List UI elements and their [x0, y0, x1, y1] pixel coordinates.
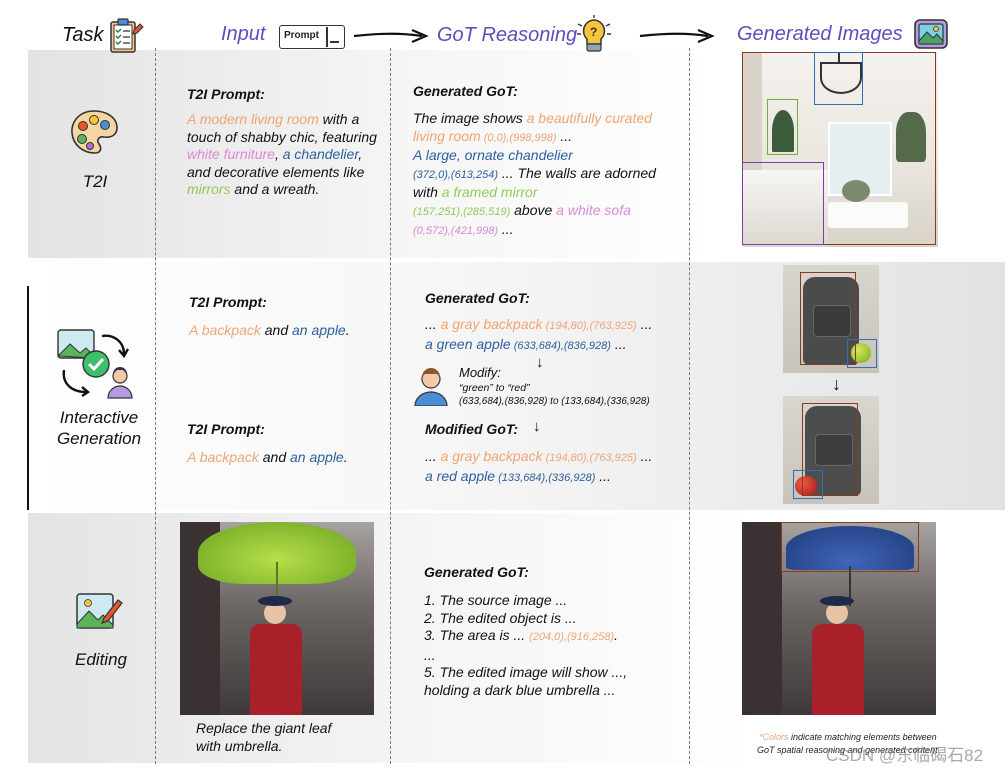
- edited-umbrella-image: [742, 522, 936, 715]
- bbox-green-apple: [847, 339, 877, 368]
- bbox-backpack-1: [800, 272, 856, 365]
- t2i-prompt-text: A modern living room with a touch of sha…: [187, 111, 377, 197]
- prompt-input-icon: Prompt: [279, 25, 345, 49]
- t2i-prompt-chandelier: a chandelier: [282, 146, 359, 162]
- interactive-generation-icon: [56, 329, 133, 399]
- t2i-prompt-title: T2I Prompt:: [187, 86, 265, 102]
- task-label-interactive-line1: Interactive: [59, 408, 139, 427]
- lightbulb-icon: ?: [577, 15, 611, 52]
- image-edit-icon: [76, 593, 123, 629]
- task-label-interactive-line2: Generation: [56, 429, 142, 448]
- task-label-t2i: T2I: [82, 172, 108, 191]
- modified-got-title: Modified GoT:: [425, 421, 519, 437]
- header-reasoning: GoT Reasoning: [437, 24, 578, 46]
- modify-label: Modify:: [459, 365, 501, 380]
- arrow-right-icon-1: [353, 28, 429, 44]
- editing-caption-line2: with umbrella.: [196, 738, 283, 754]
- bbox-leaf-area: [218, 522, 358, 572]
- interactive-prompt2-title: T2I Prompt:: [187, 421, 265, 437]
- bbox-backpack-2: [802, 403, 858, 496]
- t2i-prompt-white-furniture: white furniture: [187, 146, 275, 162]
- generated-backpack-green-apple-image: [783, 265, 879, 373]
- interactive-got-title: Generated GoT:: [425, 290, 530, 306]
- clipboard-checklist-icon: [110, 18, 144, 53]
- watermark: CSDN @东临碣石82: [826, 746, 984, 765]
- editing-got-text: 1. The source image ... 2. The edited ob…: [424, 592, 628, 698]
- prompt-tag-label: Prompt: [284, 30, 319, 41]
- palette-icon: [71, 110, 118, 154]
- arrow-down-icon-3: ↓: [832, 374, 841, 394]
- row-interactive-left-bar: [27, 286, 29, 510]
- editing-got-title: Generated GoT:: [424, 564, 529, 580]
- bbox-sofa: [742, 162, 824, 245]
- header-task: Task: [62, 24, 104, 46]
- generated-backpack-red-apple-image: [783, 396, 879, 504]
- generated-living-room-image: [742, 52, 938, 247]
- header-generated: Generated Images: [737, 23, 903, 45]
- t2i-prompt-mirrors: mirrors: [187, 181, 231, 197]
- image-icon: [914, 19, 948, 49]
- modified-got-text: ... a gray backpack (194,80),(763,925) .…: [425, 448, 653, 484]
- editing-caption-line1: Replace the giant leaf: [196, 720, 332, 736]
- footnote-line1: *Colors indicate matching elements betwe…: [759, 732, 937, 742]
- t2i-got-title: Generated GoT:: [413, 83, 518, 99]
- column-divider-1: [155, 48, 156, 764]
- modify-line1: “green” to “red”: [459, 382, 530, 394]
- modify-line2: (633,684),(836,928) to (133,684),(336,92…: [459, 396, 650, 407]
- bbox-mirror: [767, 99, 798, 155]
- task-label-editing: Editing: [75, 650, 127, 669]
- footnote-line2: GoT spatial reasoning and generated cont…: [757, 745, 938, 755]
- bbox-red-apple: [793, 470, 823, 499]
- column-divider-3: [689, 48, 690, 764]
- interactive-got-text: ... a gray backpack (194,80),(763,925) .…: [425, 316, 653, 352]
- t2i-prompt-living-room: A modern living room: [187, 111, 319, 127]
- bbox-umbrella-area: [781, 522, 919, 572]
- arrow-down-icon-1: ↓: [536, 354, 544, 371]
- user-avatar-icon: [414, 368, 448, 406]
- bbox-chandelier: [814, 52, 863, 105]
- header-input: Input: [221, 23, 266, 45]
- svg-text:?: ?: [590, 25, 597, 39]
- source-image: [180, 522, 374, 715]
- column-divider-2: [390, 48, 391, 764]
- arrow-right-icon-2: [639, 28, 715, 44]
- interactive-prompt1-title: T2I Prompt:: [189, 294, 267, 310]
- t2i-got-text: The image shows a beautifully curated li…: [413, 110, 656, 237]
- interactive-prompt1-text: A backpack and an apple.: [189, 322, 350, 338]
- arrow-down-icon-2: ↓: [533, 418, 541, 435]
- interactive-prompt2-text: A backpack and an apple.: [187, 449, 348, 465]
